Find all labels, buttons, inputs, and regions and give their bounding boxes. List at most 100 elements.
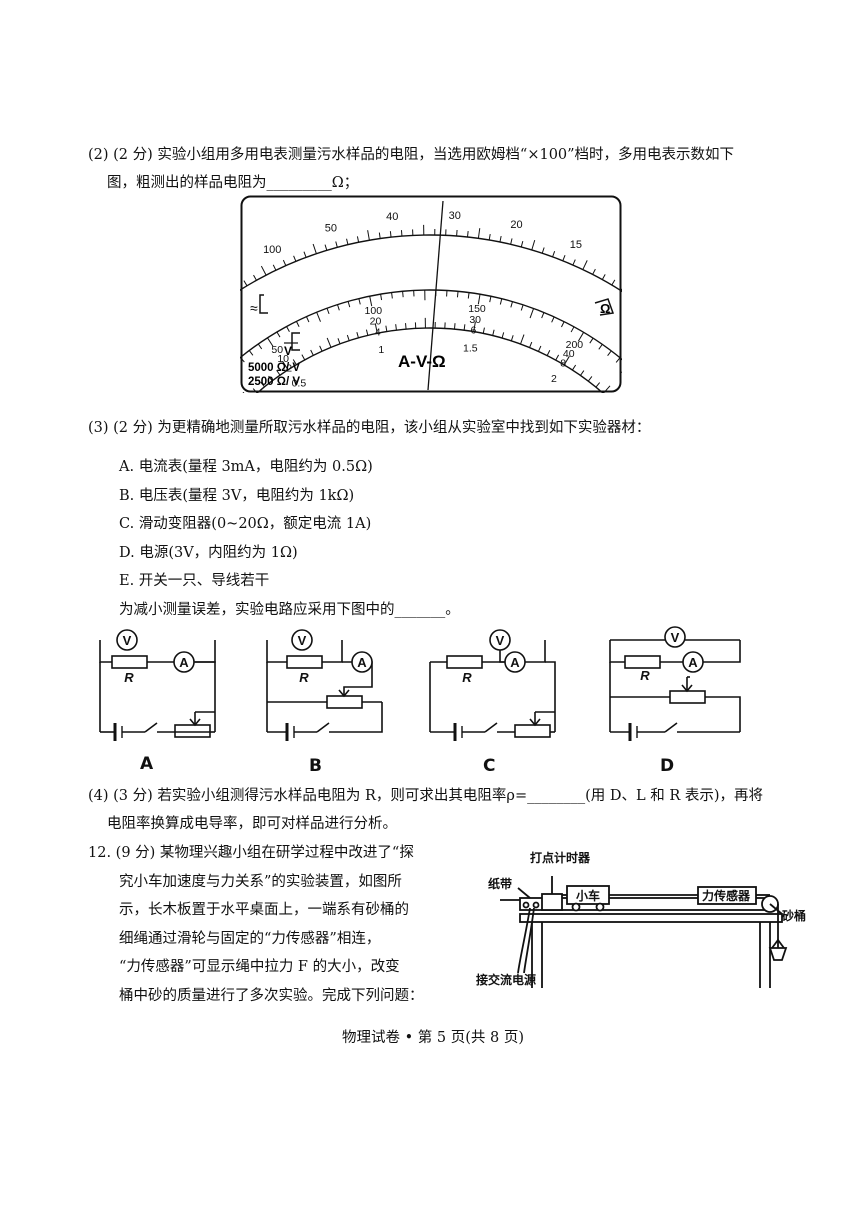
scale-tick — [257, 343, 263, 350]
resistor-label-c: R — [462, 670, 472, 685]
scale-tick — [482, 327, 485, 334]
q3-intro: (3) (2 分) 为更精确地测量所取污水样品的电阻，该小组从实验室中找到如下实… — [88, 420, 651, 436]
scale-tick — [463, 324, 466, 331]
scale-tick — [301, 354, 306, 361]
ohm-scale-label: 40 — [386, 211, 398, 223]
q3-question: 为减小测量误差，实验电路应采用下图中的_______。 — [119, 602, 460, 618]
scale-tick — [607, 350, 612, 356]
scale-tick — [563, 355, 570, 366]
circuit-d — [609, 626, 741, 733]
scale-tick — [385, 325, 388, 332]
scale-50-label: 10 — [277, 353, 289, 365]
scale-tick — [286, 326, 290, 333]
scale-tick — [456, 291, 459, 298]
scale-tick — [531, 239, 536, 251]
scale-tick — [603, 385, 611, 393]
scale-tick — [595, 382, 601, 388]
circuit-c — [429, 629, 556, 738]
scale-tick — [358, 298, 361, 305]
scale-tick — [365, 329, 369, 336]
scale-tick — [260, 381, 265, 388]
scale-250-label: 50 — [271, 344, 283, 356]
scale-tick — [346, 238, 349, 245]
scale-tick — [326, 337, 332, 348]
scale-10-label: 8 — [560, 358, 566, 370]
scale-tick — [562, 255, 566, 261]
scale-tick — [552, 251, 556, 258]
scale-tick — [305, 316, 310, 323]
scale-tick — [295, 321, 300, 327]
scale-tick — [312, 243, 317, 254]
scale-tick — [346, 334, 350, 341]
ammeter-c: A — [510, 655, 520, 670]
ohm-scale-label: 100 — [263, 244, 281, 256]
scale-tick — [260, 265, 267, 276]
scale-tick — [551, 316, 555, 323]
label-cart: 小车 — [576, 888, 600, 903]
circuit-b — [266, 629, 383, 733]
scale-tick — [319, 345, 323, 352]
scale-tick — [520, 304, 524, 311]
scale-2-5-label: 1.5 — [463, 342, 478, 354]
scale-tick — [253, 274, 257, 281]
q12-line4: 细绳通过滑轮与固定的“力传感器”相连， — [119, 931, 381, 947]
scale-tick — [356, 332, 359, 339]
voltmeter-c: V — [496, 633, 505, 648]
scale-tick — [519, 334, 525, 345]
scale-tick — [611, 279, 616, 286]
scale-tick — [467, 292, 470, 299]
label-bucket: 砂桶 — [781, 908, 806, 923]
scale-tick — [272, 264, 277, 271]
scale-tick — [580, 370, 585, 376]
scale-tick — [510, 238, 513, 245]
scale-tick — [601, 274, 606, 280]
circuit-label-b: B — [309, 756, 322, 776]
q3-item-a: A. 电流表(量程 3mA，电阻约为 0.5Ω) — [119, 459, 373, 475]
scale-tick — [337, 304, 340, 311]
scale-tick — [402, 291, 404, 298]
scale-tick — [620, 288, 622, 292]
scale-tick — [501, 332, 505, 339]
scale-tick — [367, 230, 370, 241]
label-sensor: 力传感器 — [702, 888, 751, 903]
scale-tick — [240, 357, 245, 363]
q12-line3: 示，长木板置于水平桌面上，一端系有砂桶的 — [119, 902, 409, 918]
resistor-label-d: R — [640, 668, 650, 683]
scale-tick — [615, 357, 621, 363]
scale-tick — [248, 350, 254, 356]
meter-needle — [427, 200, 444, 391]
q2-line1: (2) (2 分) 实验小组用多用电表测量污水样品的电阻，当选用欧姆档“×100… — [88, 147, 735, 163]
ohm-scale-label: 20 — [510, 219, 522, 231]
scale-tick — [326, 308, 330, 315]
scale-tick — [529, 341, 533, 348]
q12-line5: “力传感器”可显示绳中拉力 F 的大小，改变 — [119, 959, 400, 975]
scale-tick — [488, 233, 491, 241]
q3-item-b: B. 电压表(量程 3V，电阻约为 1kΩ) — [119, 488, 355, 504]
circuit-diagrams: V A V A V A V A R R R R — [99, 626, 741, 741]
scale-tick — [467, 230, 469, 238]
ohm-scale-label: 50 — [325, 222, 337, 234]
circuit-label-a: A — [140, 754, 154, 774]
ohm-unit-label: Ω — [600, 301, 610, 316]
circuit-label-d: D — [660, 756, 675, 776]
scale-250-label: 200 — [566, 339, 584, 351]
scale-tick — [369, 296, 373, 307]
ammeter-a: A — [179, 655, 189, 670]
scale-tick — [587, 376, 593, 382]
q12-line6: 桶中砂的质量进行了多次实验。完成下列问题： — [119, 988, 424, 1004]
scale-tick — [541, 312, 545, 319]
scale-50-label: 40 — [563, 348, 575, 360]
scale-tick — [389, 231, 392, 238]
scale-tick — [316, 312, 321, 322]
scale-10-label: 2 — [286, 362, 292, 374]
scale-tick — [337, 338, 341, 345]
meter-brand: A-V-Ω — [398, 352, 446, 371]
scale-tick — [276, 369, 281, 376]
scale-tick — [282, 360, 289, 371]
q4-line2: 电阻率换算成电导率，即可对样品进行分析。 — [107, 816, 397, 832]
scale-tick — [529, 308, 535, 319]
meter-spec-1: 5000 Ω/ V — [248, 362, 300, 374]
scale-tick — [252, 388, 258, 393]
q3-item-c: C. 滑动变阻器(0~20Ω，额定电流 1A) — [119, 516, 372, 532]
scale-tick — [510, 301, 513, 308]
